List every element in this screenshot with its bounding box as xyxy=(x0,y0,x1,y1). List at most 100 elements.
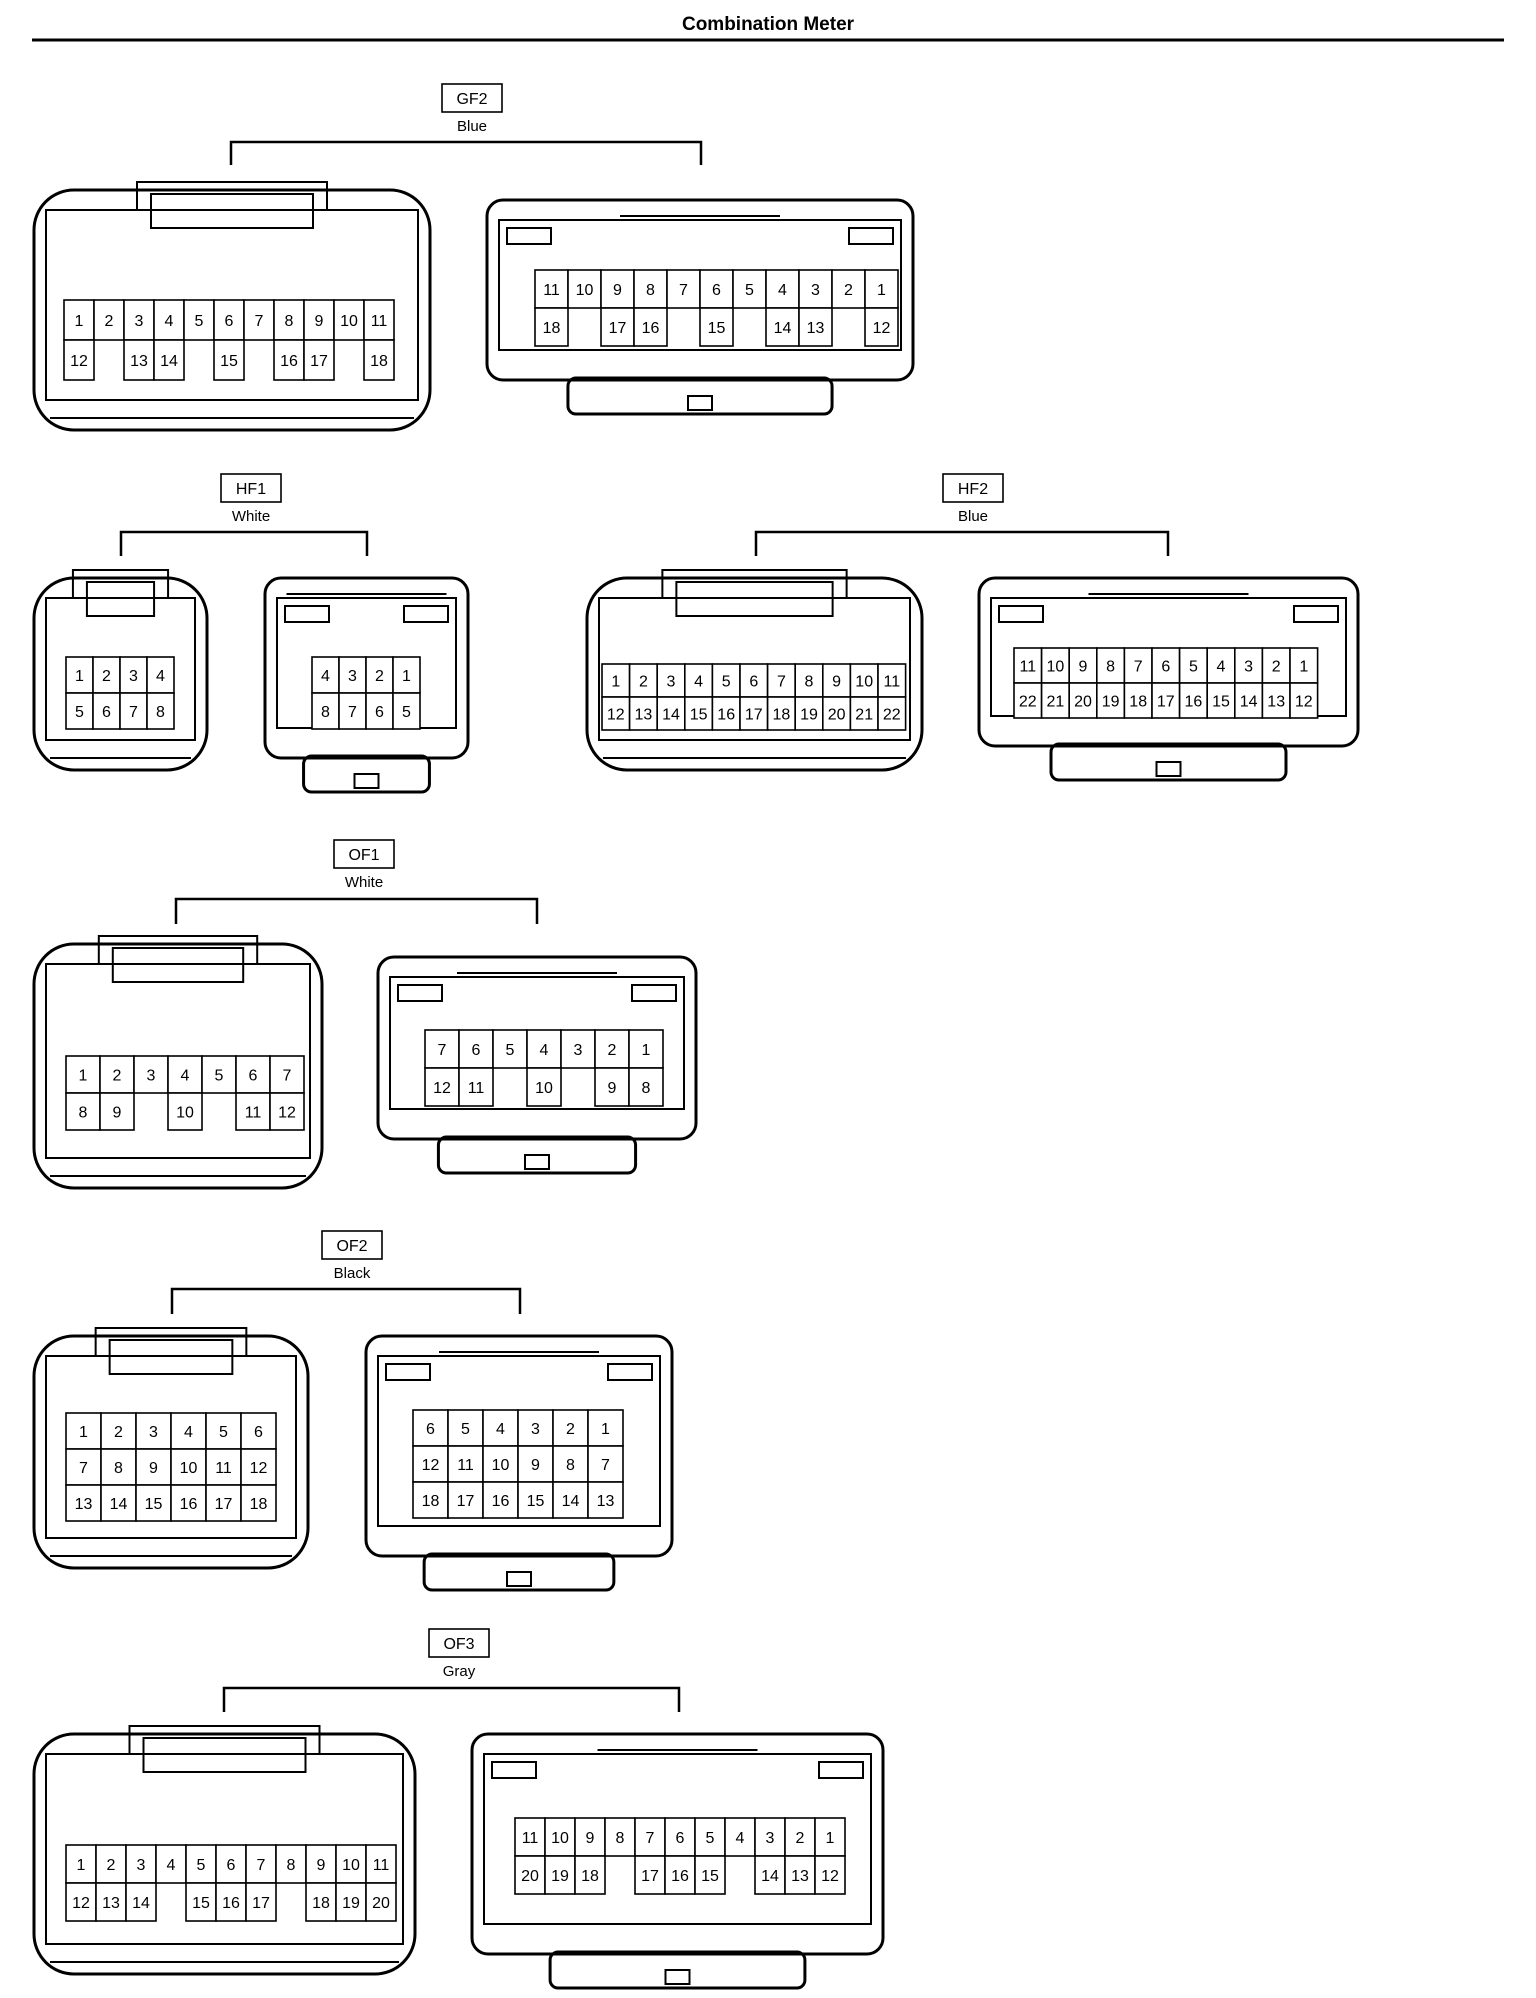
pin-number: 6 xyxy=(249,1068,258,1085)
pin-number: 2 xyxy=(375,668,384,685)
connector-shell xyxy=(263,576,470,760)
pin-cell xyxy=(574,1817,606,1857)
pin-cell xyxy=(303,299,335,341)
pin-number: 16 xyxy=(180,1496,198,1513)
pin-cell xyxy=(311,656,340,694)
connector-shell xyxy=(585,576,924,772)
pin-number: 2 xyxy=(105,313,114,330)
pin-number: 4 xyxy=(156,668,165,685)
pin-number: 12 xyxy=(422,1457,440,1474)
pin-cell xyxy=(664,1855,696,1895)
pin-number: 13 xyxy=(130,353,148,370)
rear-lock xyxy=(664,1969,691,1985)
pin-cell xyxy=(544,1855,576,1895)
lock-tab xyxy=(94,1327,248,1356)
pin-number: 8 xyxy=(642,1080,651,1097)
pin-number: 18 xyxy=(250,1496,268,1513)
pin-cell xyxy=(65,1484,102,1522)
pin-number: 8 xyxy=(616,1830,625,1847)
connector-id: HF1 xyxy=(236,481,266,498)
pin-cell xyxy=(1040,682,1070,719)
pin-number: 2 xyxy=(566,1421,575,1438)
pin-cell xyxy=(123,339,155,381)
pin-number: 16 xyxy=(222,1895,240,1912)
pin-number: 2 xyxy=(608,1042,617,1059)
key-slot-right xyxy=(818,1761,864,1779)
pin-number: 7 xyxy=(129,704,138,721)
pin-number: 16 xyxy=(717,707,735,724)
pin-number: 18 xyxy=(581,1868,599,1885)
lock-tab xyxy=(128,1725,321,1754)
connector-color: Black xyxy=(334,1265,371,1282)
connector-id: OF2 xyxy=(336,1238,367,1255)
pin-number: 22 xyxy=(1019,694,1037,711)
pin-cell xyxy=(514,1817,546,1857)
pin-cell xyxy=(185,1844,217,1884)
pin-number: 14 xyxy=(774,320,792,337)
pin-cell xyxy=(213,339,245,381)
pin-cell xyxy=(633,307,668,347)
pin-number: 17 xyxy=(310,353,328,370)
rear-lock xyxy=(687,395,713,411)
pin-number: 11 xyxy=(522,1830,539,1847)
pin-cell xyxy=(65,1882,97,1922)
pin-number: 17 xyxy=(641,1868,659,1885)
connector-inner-body xyxy=(598,597,911,741)
pin-number: 3 xyxy=(135,313,144,330)
pin-cell xyxy=(338,656,367,694)
key-slot-left xyxy=(998,605,1044,623)
pin-number: 14 xyxy=(761,1868,779,1885)
pin-number: 12 xyxy=(607,707,625,724)
pin-number: 10 xyxy=(551,1830,569,1847)
pin-number: 9 xyxy=(608,1080,617,1097)
pin-cell xyxy=(335,1882,367,1922)
pin-cell xyxy=(458,1029,494,1069)
connector-shell xyxy=(32,576,209,772)
pin-number: 11 xyxy=(371,313,388,330)
pin-number: 11 xyxy=(543,282,560,299)
connector-inner-body xyxy=(45,209,419,401)
pin-cell xyxy=(245,1882,277,1922)
pin-number: 12 xyxy=(873,320,891,337)
pin-number: 10 xyxy=(176,1105,194,1122)
pin-number: 1 xyxy=(79,1424,88,1441)
pin-number: 11 xyxy=(468,1080,485,1097)
pin-number: 5 xyxy=(745,282,754,299)
pin-number: 3 xyxy=(531,1421,540,1438)
connector-tag-box xyxy=(441,83,503,113)
pin-number: 12 xyxy=(433,1080,451,1097)
pin-number: 3 xyxy=(147,1068,156,1085)
pin-cell xyxy=(240,1484,277,1522)
pin-cell xyxy=(63,339,95,381)
pin-number: 9 xyxy=(149,1460,158,1477)
pin-number: 5 xyxy=(461,1421,470,1438)
pin-cell xyxy=(183,299,215,341)
pin-cell xyxy=(65,1092,101,1131)
group-bracket xyxy=(170,1287,522,1314)
pin-cell xyxy=(205,1448,242,1486)
pin-cell xyxy=(412,1445,449,1483)
pin-cell xyxy=(100,1484,137,1522)
pin-number: 6 xyxy=(375,704,384,721)
pin-number: 1 xyxy=(75,313,84,330)
connector-color: White xyxy=(345,874,383,891)
pin-number: 8 xyxy=(287,1857,296,1874)
pin-cell xyxy=(245,1844,277,1884)
pin-cell xyxy=(864,269,899,309)
pin-number: 18 xyxy=(1129,694,1147,711)
pin-number: 13 xyxy=(75,1496,93,1513)
pin-number: 7 xyxy=(438,1042,447,1059)
connector-inner-body xyxy=(45,597,196,741)
pin-number: 12 xyxy=(250,1460,268,1477)
pin-cell xyxy=(552,1481,589,1519)
pin-number: 18 xyxy=(422,1493,440,1510)
pin-cell xyxy=(601,663,631,698)
lock-latch xyxy=(85,581,156,617)
pin-number: 1 xyxy=(1299,659,1308,676)
key-slot-right xyxy=(631,984,677,1002)
pin-cell xyxy=(567,269,602,309)
pin-number: 4 xyxy=(736,1830,745,1847)
pin-number: 1 xyxy=(79,1068,88,1085)
pin-number: 4 xyxy=(1217,659,1226,676)
